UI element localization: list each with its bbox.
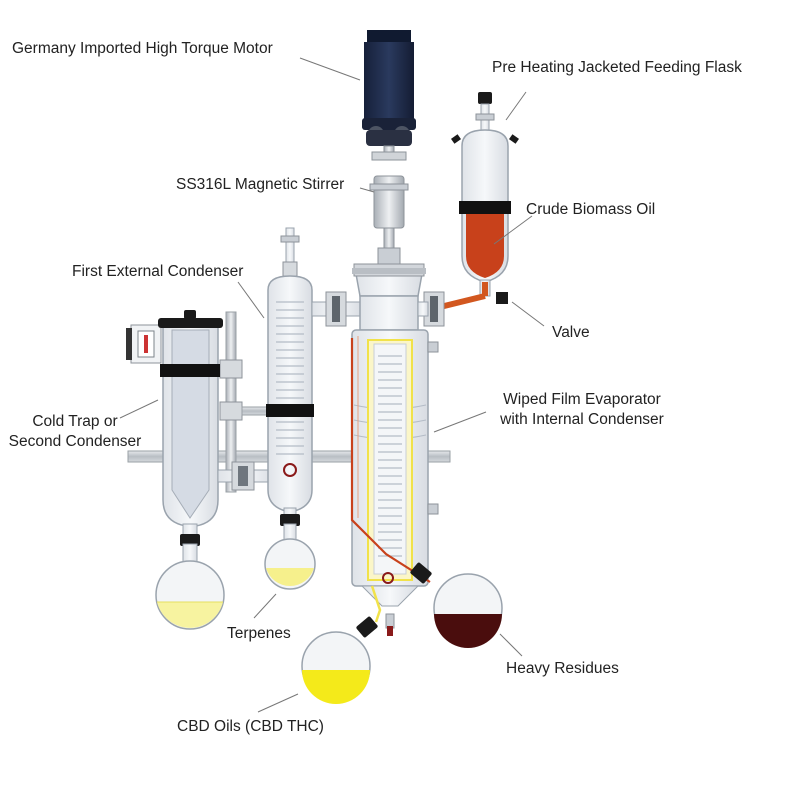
motor bbox=[362, 30, 416, 161]
leader-lines bbox=[119, 57, 545, 713]
leader-motor bbox=[299, 57, 361, 81]
leader-cold-trap bbox=[119, 399, 159, 419]
label-cbd-oils: CBD Oils (CBD THC) bbox=[177, 718, 324, 735]
residue-flask bbox=[410, 562, 503, 648]
leader-heavy-residues bbox=[499, 633, 523, 657]
label-terpenes: Terpenes bbox=[227, 625, 291, 642]
leader-valve bbox=[511, 301, 545, 327]
label-evaporator-line2: with Internal Condenser bbox=[500, 411, 664, 428]
label-heavy-residues: Heavy Residues bbox=[506, 660, 619, 677]
leader-feeding-flask bbox=[505, 91, 527, 121]
terpene-flask bbox=[264, 523, 316, 590]
label-crude-oil: Crude Biomass Oil bbox=[526, 201, 656, 218]
feeding-flask bbox=[451, 92, 519, 297]
label-stirrer: SS316L Magnetic Stirrer bbox=[176, 176, 345, 193]
cold-trap-flask bbox=[155, 543, 225, 630]
label-evaporator: Wiped Film Evaporator with Internal Cond… bbox=[476, 390, 688, 430]
leader-first-condenser bbox=[237, 281, 265, 319]
label-cold-trap-line2: Second Condenser bbox=[8, 433, 142, 450]
leader-stirrer bbox=[359, 187, 375, 193]
first-condenser bbox=[266, 227, 314, 526]
leader-crude-oil bbox=[493, 215, 533, 245]
label-feeding-flask: Pre Heating Jacketed Feeding Flask bbox=[492, 59, 742, 76]
leader-cbd-oils bbox=[257, 693, 299, 713]
cold-trap bbox=[126, 310, 223, 546]
label-cold-trap-line1: Cold Trap or bbox=[32, 413, 118, 430]
leader-terpenes bbox=[253, 593, 277, 619]
label-valve: Valve bbox=[552, 324, 590, 341]
label-first-condenser: First External Condenser bbox=[72, 263, 244, 280]
magnetic-stirrer bbox=[369, 175, 409, 265]
label-motor: Germany Imported High Torque Motor bbox=[12, 40, 273, 57]
label-cold-trap: Cold Trap or Second Condenser bbox=[0, 412, 150, 452]
vapour-line bbox=[311, 291, 363, 327]
evaporator bbox=[350, 30, 439, 636]
label-evaporator-line1: Wiped Film Evaporator bbox=[503, 391, 661, 408]
leader-evaporator bbox=[433, 411, 487, 433]
feed-line bbox=[417, 291, 508, 327]
cbd-flask bbox=[301, 616, 378, 704]
